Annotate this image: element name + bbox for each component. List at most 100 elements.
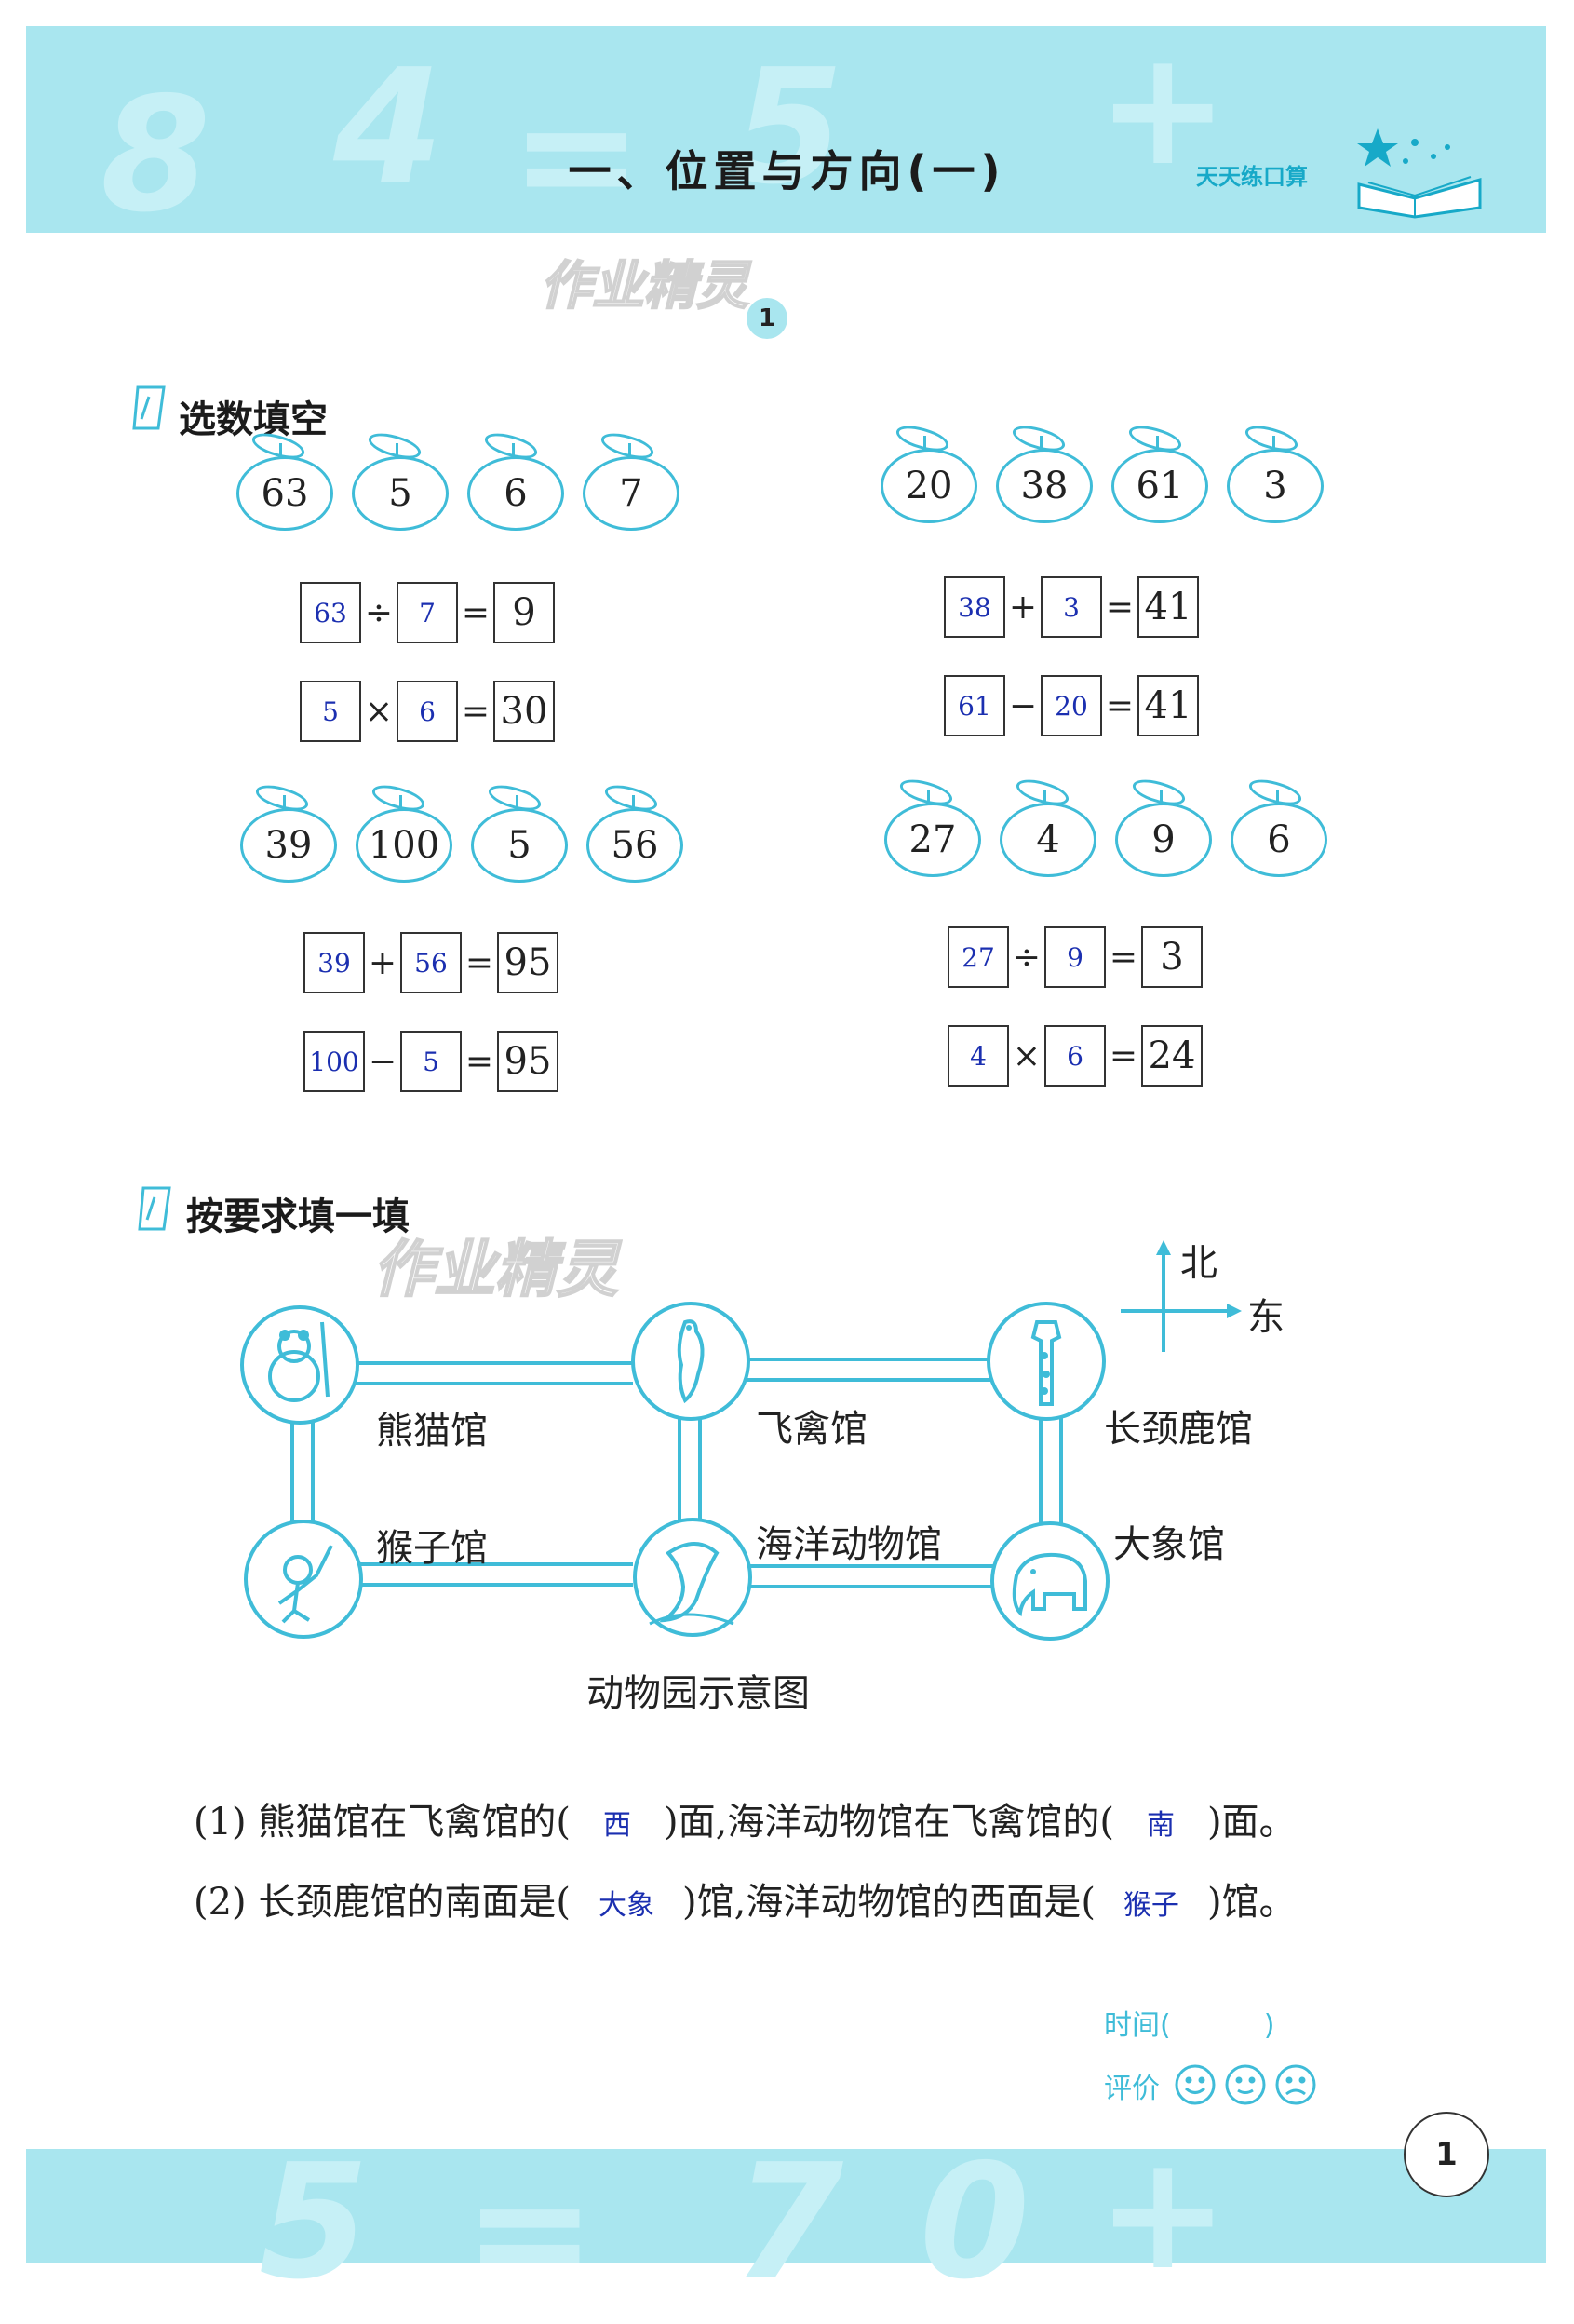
- result-box: 30: [493, 681, 555, 742]
- pencil-icon: [132, 385, 166, 430]
- question-text: 长颈鹿馆的南面是(: [258, 1881, 571, 1924]
- happy-face-icon[interactable]: [1175, 2064, 1216, 2105]
- operator: ÷: [364, 593, 394, 632]
- equation: 38 + 3 = 41: [944, 574, 1199, 641]
- decorative-digit: =: [510, 63, 643, 248]
- decorative-digit: 5: [259, 2130, 370, 2315]
- answer-box[interactable]: 7: [397, 582, 458, 643]
- operator: ×: [364, 692, 394, 731]
- operator: ÷: [1012, 938, 1042, 977]
- apple-row: 63 5 6 7: [233, 428, 679, 538]
- page-title: 一、位置与方向(一): [568, 146, 1006, 196]
- answer-box[interactable]: 5: [400, 1031, 462, 1092]
- stem: [1156, 436, 1159, 454]
- answer-box[interactable]: 9: [1044, 926, 1106, 988]
- decorative-digit: =: [464, 2140, 597, 2324]
- apple-row: 20 38 61 3: [877, 421, 1324, 531]
- watermark: 作业精灵: [539, 255, 749, 318]
- result-box: 3: [1141, 926, 1203, 988]
- rating-faces: [1175, 2064, 1316, 2105]
- time-label: 时间(: [1104, 2009, 1171, 2042]
- section-title-choose-numbers: 选数填空: [179, 399, 328, 441]
- decorative-digit: 4: [333, 35, 444, 220]
- footer-band: 5 = 7 0 +: [26, 2121, 1546, 2324]
- stem: [1276, 790, 1279, 808]
- equals-sign: =: [461, 593, 491, 632]
- bird-icon[interactable]: [629, 1300, 752, 1423]
- answer-blank[interactable]: 猴子: [1123, 1889, 1179, 1922]
- equals-sign: =: [1109, 1036, 1138, 1075]
- giraffe-icon[interactable]: [985, 1300, 1108, 1423]
- equals-sign: =: [461, 692, 491, 731]
- result-box: 41: [1137, 675, 1199, 736]
- equation: 4 × 6 = 24: [948, 1022, 1203, 1089]
- brand-label: 天天练口算: [1196, 164, 1308, 190]
- number-apple: 4: [1000, 803, 1096, 877]
- number-apple: 61: [1111, 449, 1208, 523]
- compass-arrows: [1121, 1240, 1242, 1352]
- answer-box[interactable]: 39: [303, 932, 365, 993]
- equation: 27 ÷ 9 = 3: [948, 924, 1203, 991]
- result-box: 41: [1137, 576, 1199, 638]
- result-box: 95: [497, 932, 558, 993]
- apple-row: 27 4 9 6: [881, 775, 1327, 885]
- answer-box[interactable]: 61: [944, 675, 1005, 736]
- answer-box[interactable]: 20: [1041, 675, 1102, 736]
- number-apple: 7: [583, 456, 679, 531]
- dolphin-icon[interactable]: [631, 1516, 754, 1639]
- panda-icon[interactable]: [238, 1304, 361, 1426]
- question-text: 熊猫馆在飞禽馆的(: [258, 1801, 571, 1844]
- question-text: )馆,海洋动物馆的西面是(: [682, 1881, 1096, 1924]
- smile-face-icon[interactable]: [1225, 2064, 1266, 2105]
- operator: −: [368, 1042, 397, 1081]
- answer-box[interactable]: 63: [300, 582, 361, 643]
- stem: [1043, 790, 1046, 808]
- sad-face-icon[interactable]: [1275, 2064, 1316, 2105]
- monkey-icon[interactable]: [242, 1518, 365, 1641]
- equals-sign: =: [464, 1042, 494, 1081]
- answer-blank[interactable]: 南: [1146, 1809, 1175, 1842]
- question-text: )馆。: [1206, 1881, 1297, 1924]
- answer-box[interactable]: 38: [944, 576, 1005, 638]
- decorative-digit: 0: [920, 2130, 1030, 2315]
- answer-box[interactable]: 3: [1041, 576, 1102, 638]
- lesson-badge: 1: [747, 298, 787, 339]
- rating-label: 评价: [1104, 2073, 1160, 2105]
- result-box: 24: [1141, 1025, 1203, 1087]
- stem: [927, 790, 930, 808]
- map-caption: 动物园示意图: [586, 1672, 810, 1715]
- decorative-digit: +: [1096, 17, 1230, 201]
- stem: [396, 443, 398, 462]
- map-label-bird: 飞禽馆: [756, 1408, 868, 1451]
- number-apple: 39: [240, 808, 337, 883]
- decorative-digit: 8: [101, 63, 211, 248]
- answer-box[interactable]: 4: [948, 1025, 1009, 1087]
- result-box: 95: [497, 1031, 558, 1092]
- number-apple: 38: [996, 449, 1093, 523]
- answer-box[interactable]: 100: [303, 1031, 365, 1092]
- compass-north-label: 北: [1180, 1242, 1217, 1285]
- equation: 61 − 20 = 41: [944, 672, 1199, 739]
- answer-box[interactable]: 6: [1044, 1025, 1106, 1087]
- answer-box[interactable]: 56: [400, 932, 462, 993]
- question-text: )面,海洋动物馆在飞禽馆的(: [664, 1801, 1114, 1844]
- stem: [632, 795, 635, 814]
- equation: 5 × 6 = 30: [300, 678, 555, 745]
- elephant-icon[interactable]: [989, 1520, 1111, 1642]
- equals-sign: =: [1109, 938, 1138, 977]
- question-1: (1) 熊猫馆在飞禽馆的(西)面,海洋动物馆在飞禽馆的(南)面。: [194, 1791, 1297, 1845]
- decorative-digit: 5: [733, 35, 844, 220]
- map-label-monkey: 猴子馆: [376, 1527, 488, 1570]
- book-star-icon: [1357, 128, 1482, 219]
- answer-blank[interactable]: 西: [603, 1809, 631, 1842]
- map-label-giraffe: 长颈鹿馆: [1104, 1408, 1253, 1451]
- compass-east-label: 东: [1247, 1296, 1285, 1339]
- time-field[interactable]: 时间(): [1104, 2002, 1274, 2043]
- number-apple: 20: [881, 449, 977, 523]
- answer-box[interactable]: 6: [397, 681, 458, 742]
- answer-box[interactable]: 27: [948, 926, 1009, 988]
- number-apple: 5: [471, 808, 568, 883]
- answer-blank[interactable]: 大象: [599, 1889, 654, 1922]
- answer-box[interactable]: 5: [300, 681, 361, 742]
- result-box: 9: [493, 582, 555, 643]
